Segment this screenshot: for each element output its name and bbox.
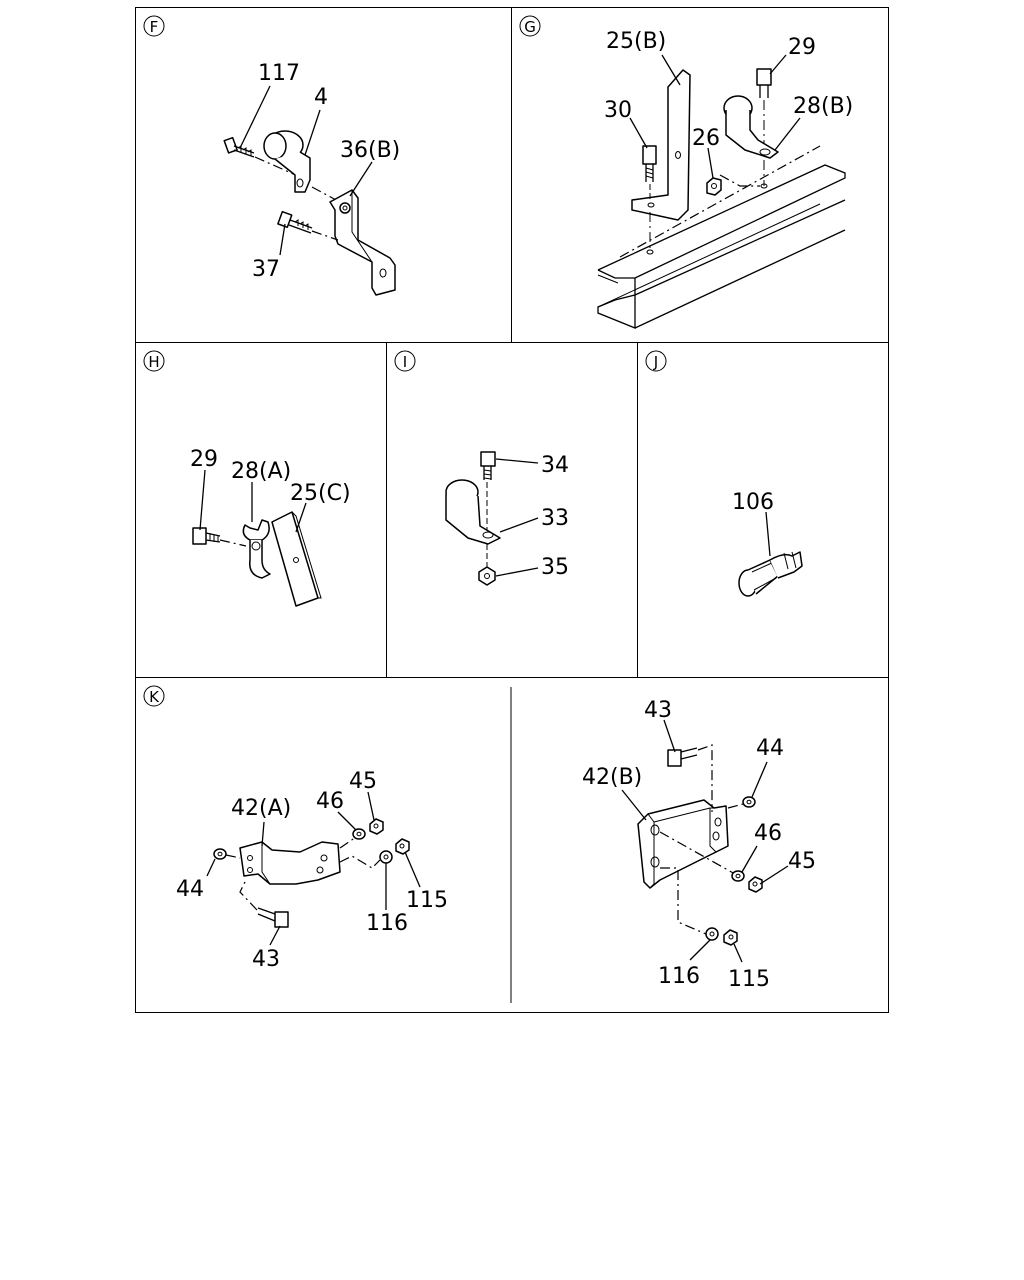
label-45-right: 45 <box>788 849 816 874</box>
section-h: H 29 28(A) 25(C) <box>143 350 351 607</box>
bolt-43-left <box>257 907 289 928</box>
frame-rail <box>597 164 846 329</box>
section-k: K <box>143 685 816 992</box>
nut-26 <box>706 177 722 196</box>
section-f-marker: F <box>150 18 159 36</box>
label-29-g: 29 <box>788 35 816 60</box>
label-43-left: 43 <box>252 947 280 972</box>
label-35: 35 <box>541 555 569 580</box>
bolt-37 <box>277 210 313 234</box>
nut-115-right <box>723 929 738 946</box>
section-i: I 34 33 35 <box>394 350 569 586</box>
nut-115-left <box>395 838 410 855</box>
label-37: 37 <box>252 257 280 282</box>
label-4: 4 <box>314 85 328 110</box>
bolt-29-h <box>192 527 221 545</box>
washer-116-right <box>705 927 719 941</box>
label-116-left: 116 <box>366 911 408 936</box>
section-i-marker-circle <box>394 350 416 372</box>
clip-28b <box>723 95 779 159</box>
clip-33 <box>445 479 501 545</box>
label-117: 117 <box>258 61 300 86</box>
section-g-marker-circle <box>519 15 541 37</box>
label-43-right: 43 <box>644 698 672 723</box>
fitting-106 <box>738 551 803 597</box>
label-34: 34 <box>541 453 569 478</box>
washer-44-right <box>742 796 756 808</box>
bolt-34 <box>480 451 496 480</box>
section-f: F <box>143 15 400 296</box>
label-116-right: 116 <box>658 964 700 989</box>
bolt-43-right <box>667 747 698 767</box>
label-42b: 42(B) <box>582 765 642 790</box>
section-h-marker-circle <box>143 350 165 372</box>
bolt-29-g <box>756 68 772 98</box>
label-25c: 25(C) <box>290 481 351 506</box>
label-106: 106 <box>732 490 774 515</box>
label-25b: 25(B) <box>606 29 666 54</box>
bracket-42a <box>239 841 341 885</box>
bolt-30 <box>642 145 657 182</box>
label-28b: 28(B) <box>793 94 853 119</box>
section-f-marker-circle <box>143 15 165 37</box>
section-j-marker-circle <box>645 350 667 372</box>
section-j: J 106 <box>645 350 803 597</box>
panel-k <box>135 677 889 1013</box>
bolt-117 <box>223 136 255 158</box>
section-g: G <box>519 15 853 329</box>
label-28a: 28(A) <box>231 459 291 484</box>
label-115-left: 115 <box>406 888 448 913</box>
plate-25c <box>271 511 322 607</box>
section-i-marker: I <box>403 353 407 371</box>
label-46-left: 46 <box>316 789 344 814</box>
label-44-right: 44 <box>756 736 784 761</box>
label-42a: 42(A) <box>231 796 291 821</box>
label-46-right: 46 <box>754 821 782 846</box>
section-j-marker: J <box>653 353 658 371</box>
section-g-marker: G <box>524 18 536 36</box>
section-h-marker: H <box>148 353 159 371</box>
label-44-left: 44 <box>176 877 204 902</box>
section-k-marker: K <box>149 688 160 706</box>
label-26: 26 <box>692 126 720 151</box>
label-33: 33 <box>541 506 569 531</box>
label-29-h: 29 <box>190 447 218 472</box>
nut-45-right <box>748 876 763 893</box>
label-45-left: 45 <box>349 769 377 794</box>
bracket-25b <box>631 69 691 221</box>
label-30: 30 <box>604 98 632 123</box>
section-k-marker-circle <box>143 685 165 707</box>
nut-35 <box>478 566 496 586</box>
clip-28a <box>242 519 271 579</box>
washer-116-left <box>379 850 393 864</box>
clamp-4 <box>263 130 311 193</box>
bracket-36b <box>329 189 396 296</box>
nut-45-left <box>369 818 384 835</box>
label-115-right: 115 <box>728 967 770 992</box>
label-36b: 36(B) <box>340 138 400 163</box>
bracket-42b <box>637 799 729 889</box>
washer-46-right <box>731 870 745 882</box>
washer-46-left <box>352 828 366 840</box>
washer-44-left <box>213 848 227 860</box>
